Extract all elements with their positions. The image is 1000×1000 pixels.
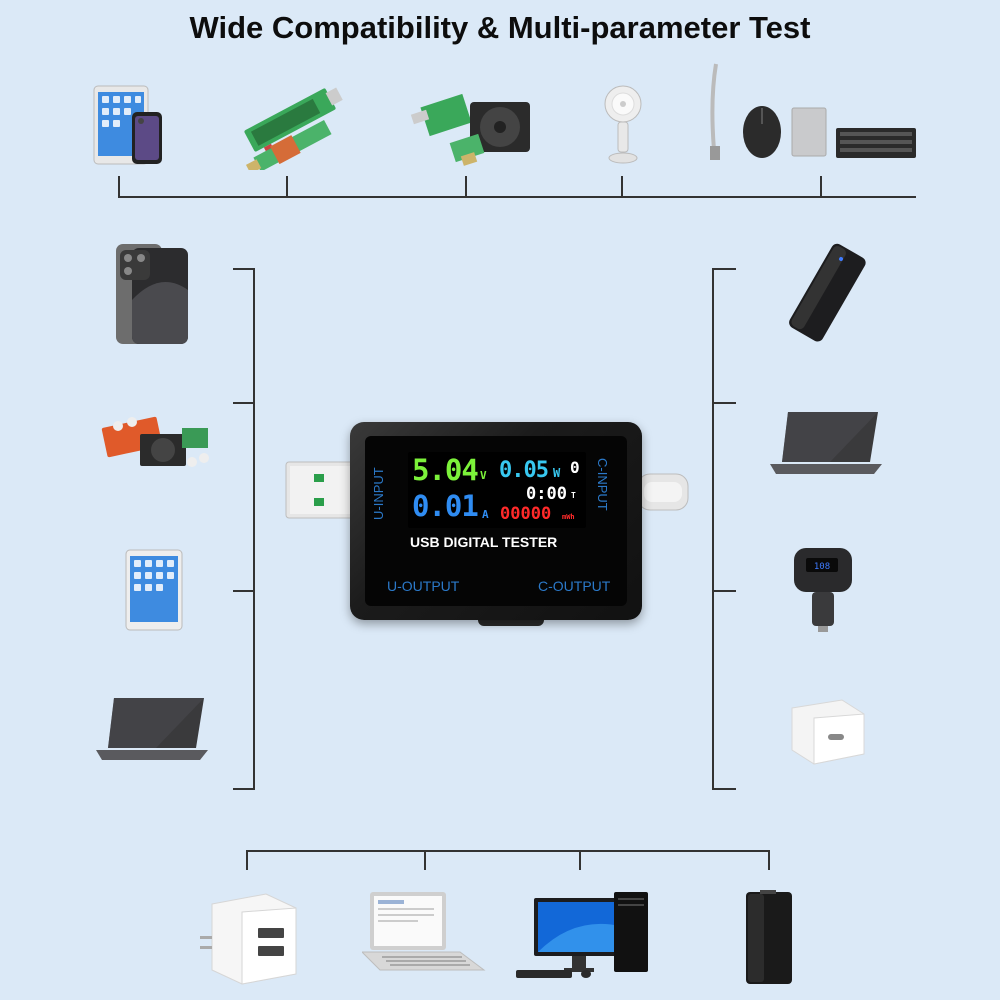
tablet-icon	[125, 549, 183, 631]
usb-lamp-mouse-drive-keyboard-icon	[710, 63, 916, 160]
laptop-icon	[770, 412, 882, 474]
usb-load-resistor-icon	[244, 87, 343, 170]
usb-fan-load-icon	[410, 93, 530, 166]
tablet-and-phone-icon	[93, 85, 162, 165]
power-unit: W	[553, 466, 561, 480]
car-charger-icon: 108	[794, 548, 852, 632]
page-title: Wide Compatibility & Multi-parameter Tes…	[189, 10, 811, 45]
power-bank-icon	[789, 243, 866, 342]
usb-c-charger-icon	[791, 699, 865, 765]
time-readout: 0:00	[526, 484, 567, 504]
electronic-load-board-icon	[101, 416, 209, 467]
u-input-label: U-INPUT	[371, 467, 386, 520]
power-bank-icon	[746, 890, 792, 984]
energy-unit: mWh	[562, 513, 575, 521]
handheld-fan-icon	[604, 85, 642, 164]
desktop-computer-icon	[516, 892, 648, 978]
laptop-icon	[362, 892, 486, 971]
tester-brand-text: USB DIGITAL TESTER	[410, 534, 558, 550]
u-output-label: U-OUTPUT	[387, 578, 460, 594]
laptop-icon	[96, 698, 208, 760]
c-input-label: C-INPUT	[595, 458, 610, 511]
svg-text:108: 108	[814, 562, 830, 572]
wall-charger-icon	[200, 893, 297, 985]
current-readout: 0.01	[412, 489, 479, 523]
usb-c-plug	[637, 473, 689, 511]
voltage-readout: 5.04	[412, 453, 479, 487]
current-unit: A	[482, 508, 489, 521]
time-unit: T	[571, 491, 576, 500]
usb-a-plug	[285, 461, 356, 519]
tester-lcd	[408, 452, 586, 528]
voltage-unit: V	[480, 469, 487, 482]
smartphone-icon	[116, 244, 188, 344]
power-readout: 0.05	[499, 458, 549, 483]
group-readout: 0	[570, 458, 580, 477]
energy-readout: 00000	[500, 504, 552, 524]
c-output-label: C-OUTPUT	[538, 578, 611, 594]
